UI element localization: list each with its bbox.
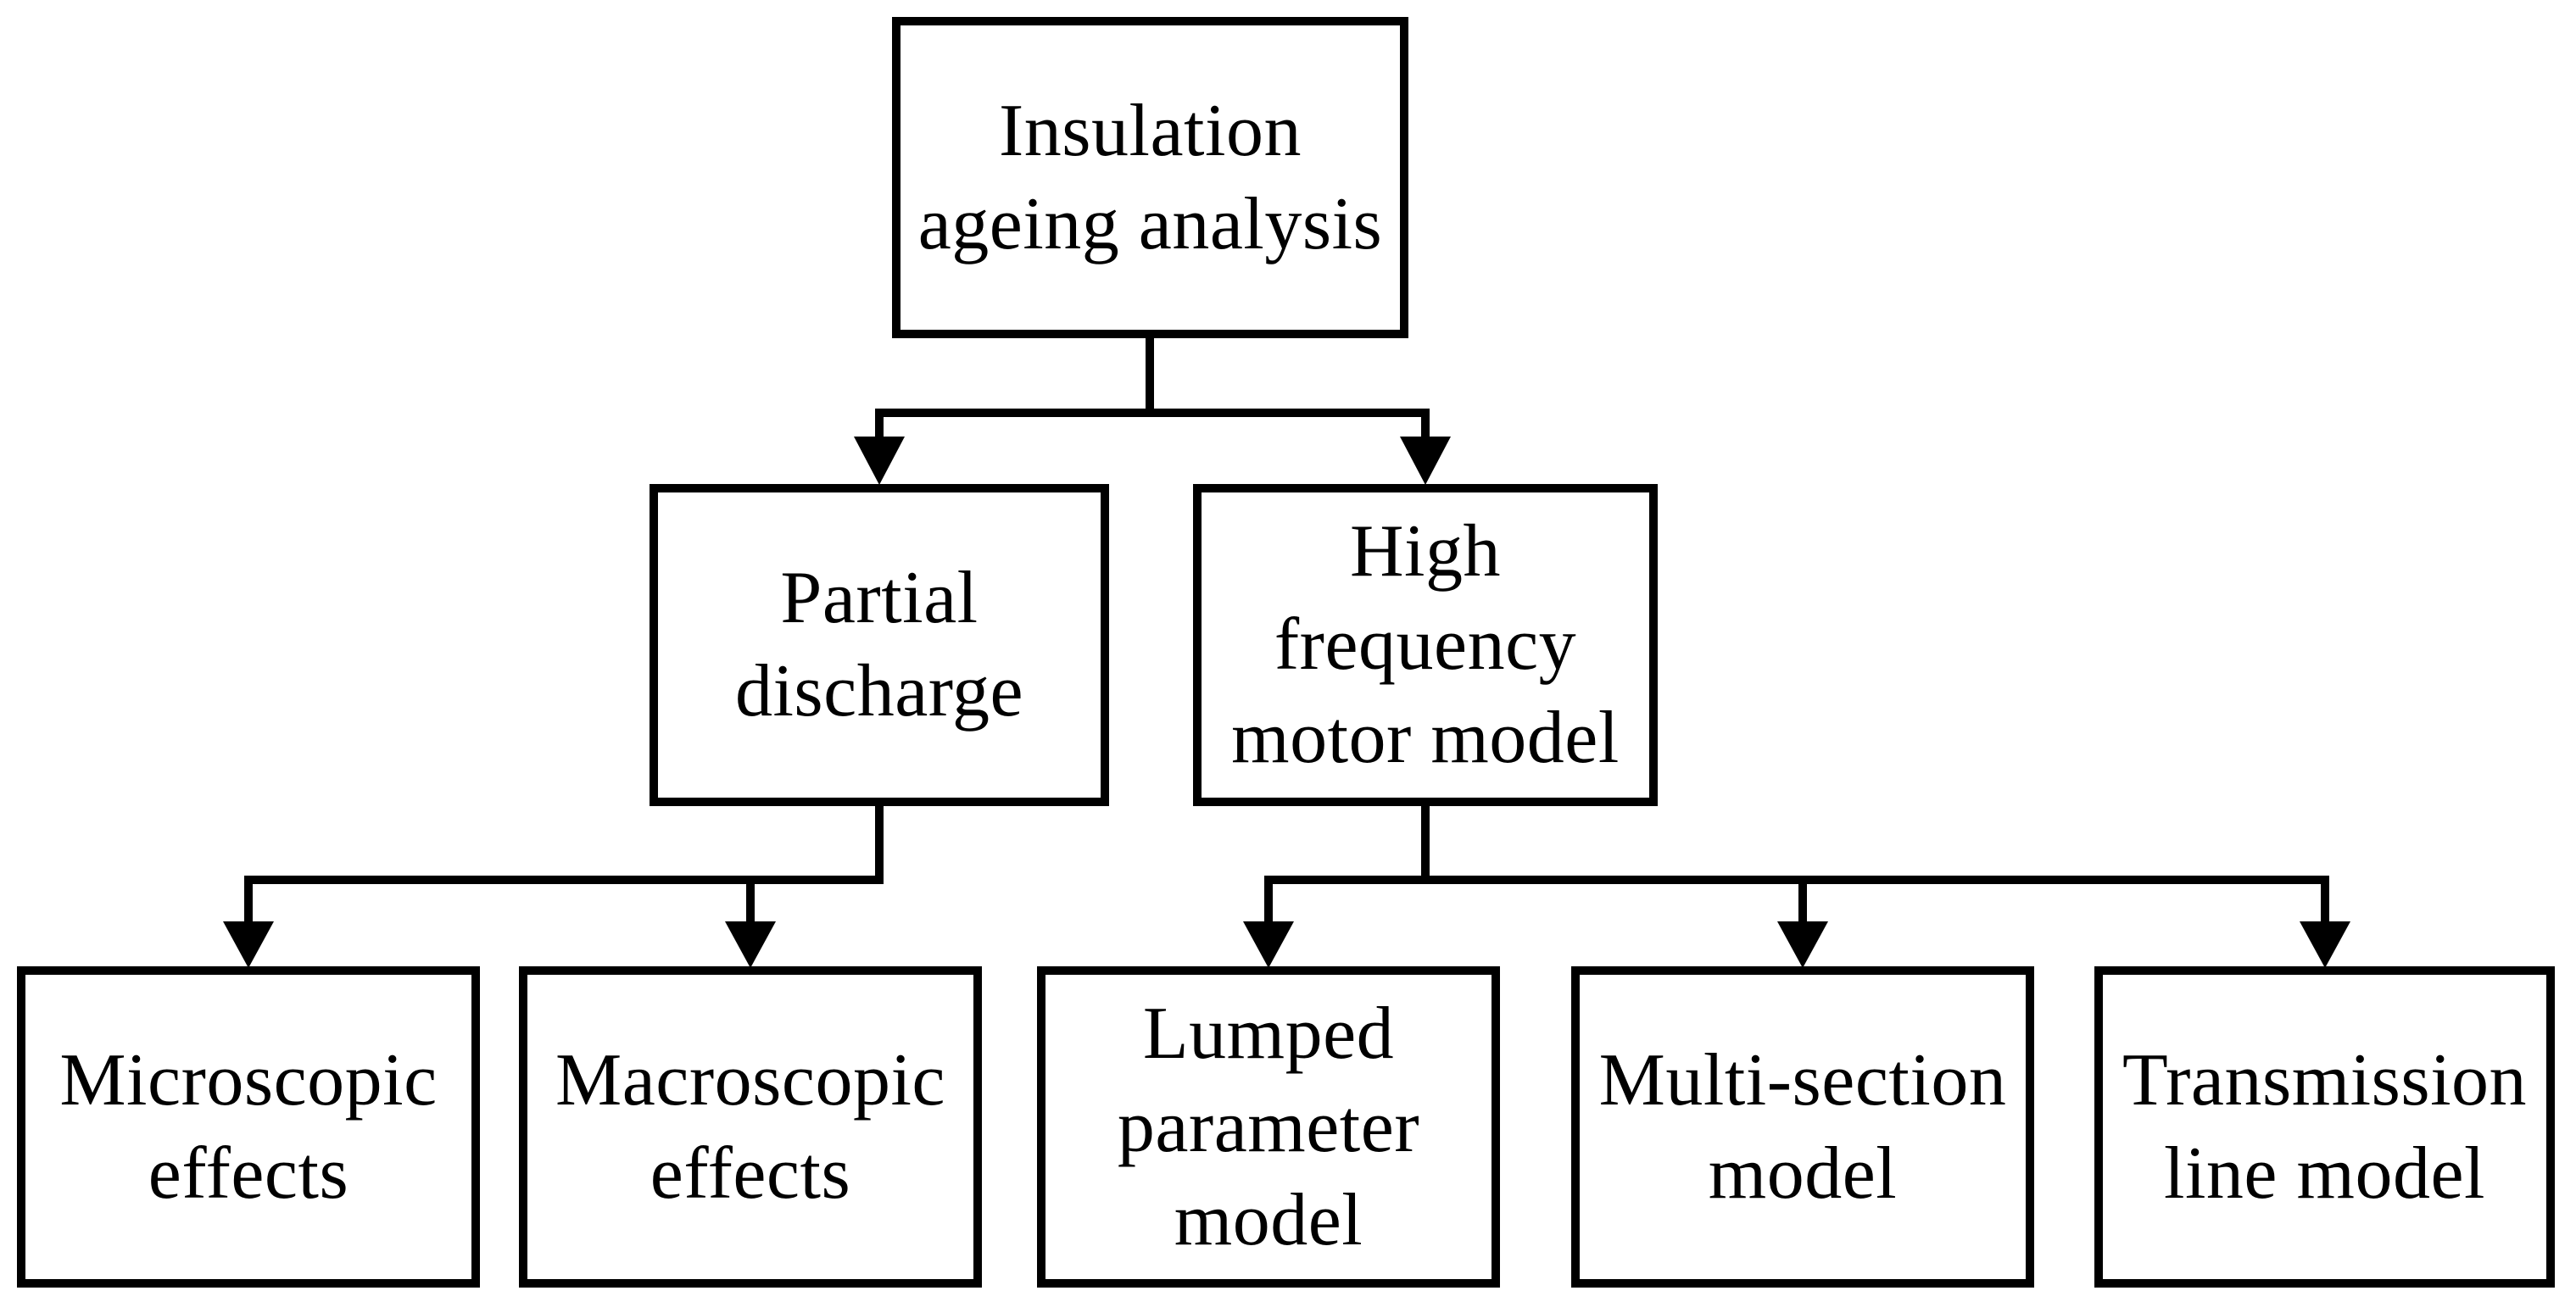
node-label: Macroscopic effects [555,1038,945,1215]
node-label: Multi-section model [1598,1038,2007,1215]
node-microscopic-effects: Microscopic effects [17,966,480,1288]
edge-root-to-level2 [854,335,1451,485]
edge-hf-to-children [1243,803,2350,968]
node-label: Lumped parameter model [1117,992,1420,1261]
arrowhead-down-icon [1400,437,1451,485]
node-macroscopic-effects: Macroscopic effects [519,966,982,1288]
node-label: High frequency motor model [1231,510,1620,779]
node-insulation-ageing-analysis: Insulation ageing analysis [892,17,1408,338]
arrowhead-down-icon [223,921,274,968]
arrowhead-down-icon [725,921,776,968]
arrowhead-down-icon [1777,921,1828,968]
arrowhead-down-icon [854,437,905,485]
node-label: Insulation ageing analysis [917,89,1383,265]
node-transmission-line-model: Transmission line model [2094,966,2555,1288]
edge-partial-to-children [223,803,884,968]
node-partial-discharge: Partial discharge [650,484,1109,806]
node-label: Transmission line model [2122,1038,2528,1215]
node-high-frequency-motor-model: High frequency motor model [1193,484,1658,806]
arrowhead-down-icon [1243,921,1294,968]
connector-line [875,335,1430,441]
node-multi-section-model: Multi-section model [1571,966,2034,1288]
node-label: Microscopic effects [59,1038,438,1215]
node-label: Partial discharge [734,557,1024,732]
arrowhead-down-icon [2300,921,2350,968]
connector-line [1264,803,2329,924]
connector-line [244,803,884,924]
node-lumped-parameter-model: Lumped parameter model [1037,966,1500,1288]
